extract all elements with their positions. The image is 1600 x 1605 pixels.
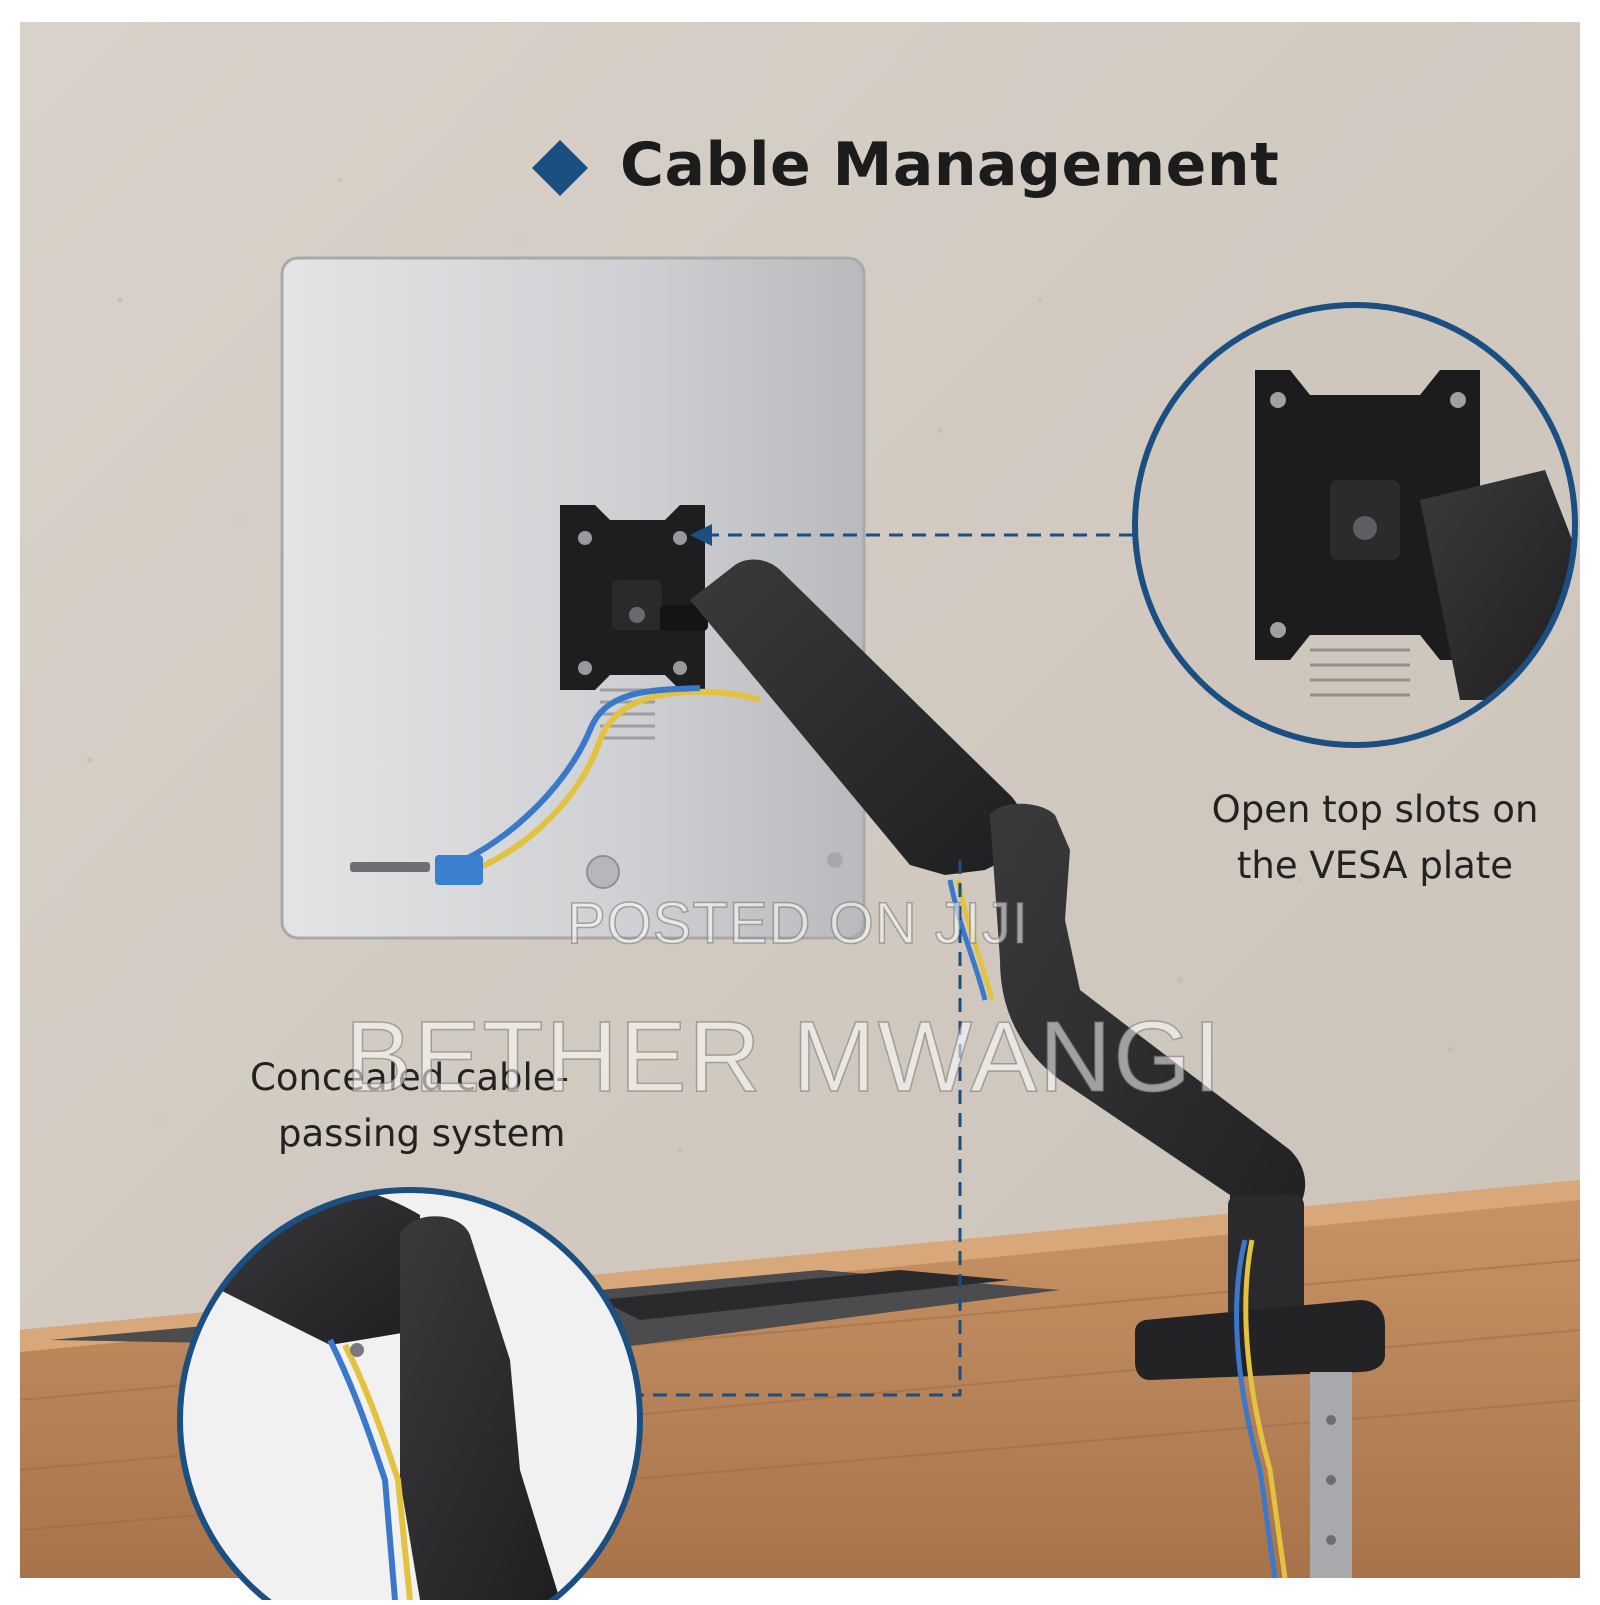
vesa-callout-line-1: Open top slots on: [1211, 788, 1539, 831]
desk-clamp: [1135, 1300, 1385, 1380]
cable-plug: [435, 855, 483, 885]
monitor-button: [586, 855, 620, 889]
callout-lines: [620, 533, 1138, 1397]
upper-arm: [690, 559, 1023, 875]
vesa-zoom-inset: [1135, 305, 1575, 745]
wall-texture: [87, 178, 1453, 1153]
vesa-screws: [578, 531, 687, 675]
vesa-callout-line-2: the VESA plate: [1236, 844, 1514, 887]
lower-arm: [990, 803, 1306, 1315]
vesa-inset-ring: [1132, 302, 1578, 748]
monitor-ports: [350, 862, 430, 872]
section-heading: Cable Management: [620, 130, 1280, 200]
watermark-posted: POSTED ON JIJI: [566, 890, 1029, 957]
cable-callout-line-1: Concealed cable-: [250, 1056, 569, 1099]
callout-arrow: [690, 524, 712, 546]
cable-zoom-inset: [180, 1190, 640, 1605]
watermark-seller: BETHER MWANGI: [344, 1000, 1223, 1114]
cable-blue: [439, 685, 701, 873]
keyboard-tray: [600, 1270, 1010, 1320]
cable-callout: Concealed cable- passing system: [250, 1050, 569, 1162]
vesa-callout: Open top slots on the VESA plate: [1210, 782, 1540, 894]
heading-diamond-icon: [532, 140, 588, 196]
cable-inset-ring: [177, 1187, 643, 1605]
cable-yellow: [444, 688, 761, 883]
cable-callout-line-2: passing system: [278, 1112, 566, 1155]
